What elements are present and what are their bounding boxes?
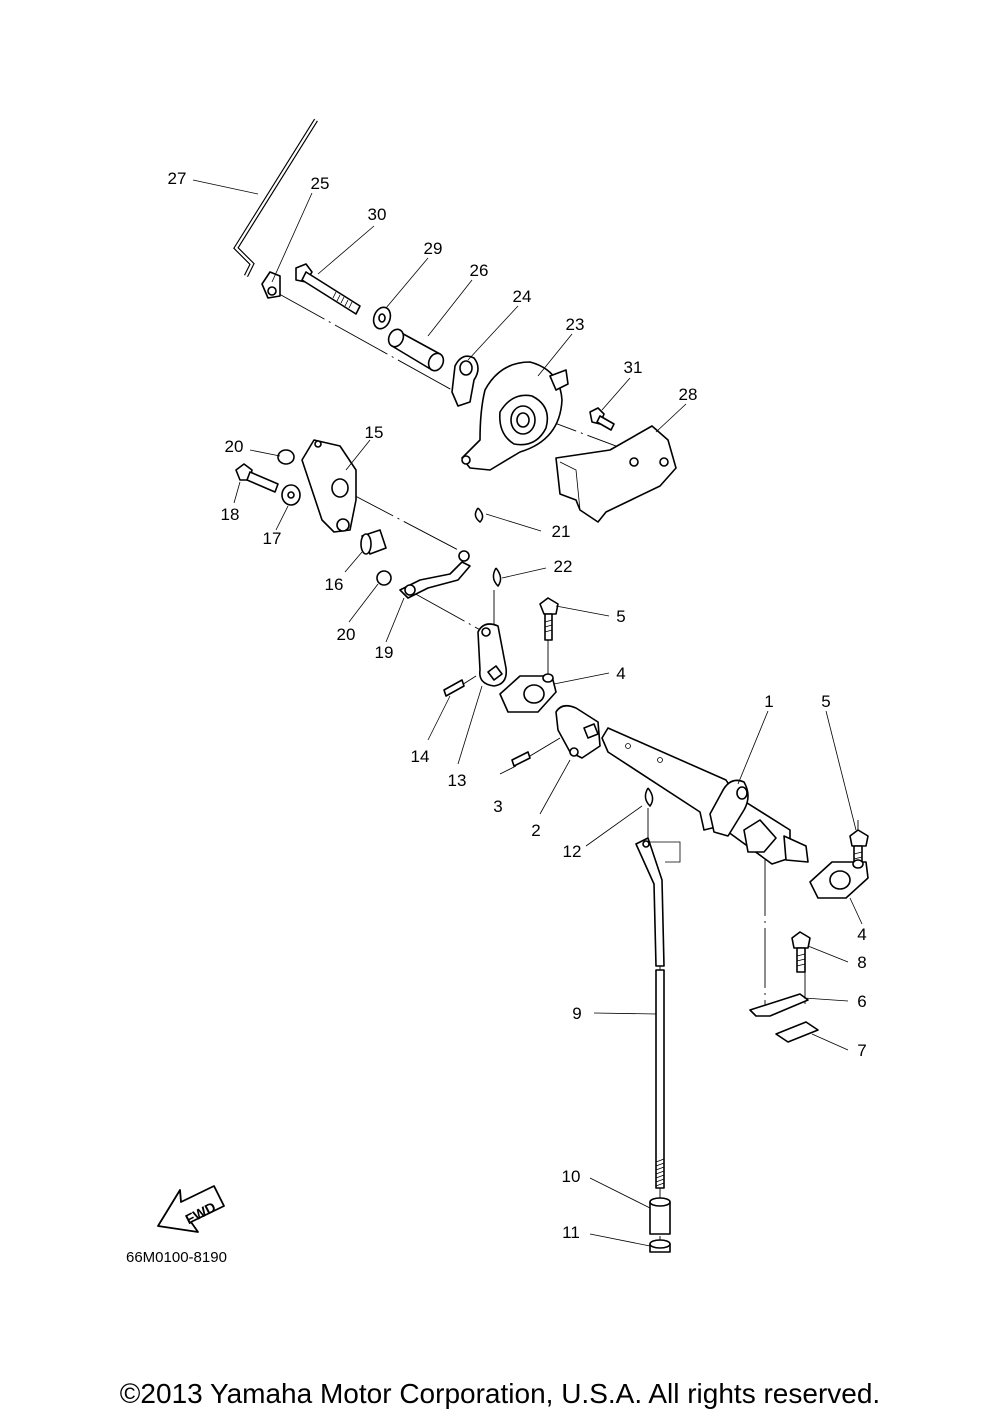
callout-11: 11	[562, 1223, 580, 1242]
bushing-16	[360, 529, 387, 555]
shift-rod-9	[635, 837, 665, 1189]
clamp-4-right	[809, 859, 869, 899]
callout-6: 6	[857, 992, 866, 1011]
plate-7	[775, 1021, 819, 1043]
leader-lines	[192, 179, 863, 1247]
callout-24: 24	[513, 287, 532, 306]
shift-shaft-1	[601, 727, 809, 865]
callout-1: 1	[764, 692, 773, 711]
fwd-arrow: FWD	[157, 1185, 225, 1233]
link-rod-27	[233, 118, 318, 278]
link-joint-25	[261, 271, 281, 299]
throttle-cam-23	[461, 361, 569, 471]
callout-5-upper: 5	[616, 607, 625, 626]
washer-20-bottom	[376, 570, 392, 586]
callout-12: 12	[563, 842, 582, 861]
bolt-8	[791, 931, 811, 973]
callout-28: 28	[679, 385, 698, 404]
callout-25: 25	[311, 174, 330, 193]
callout-3: 3	[493, 797, 502, 816]
callout-4-right: 4	[857, 925, 866, 944]
callout-4-upper: 4	[616, 664, 625, 683]
callout-21: 21	[552, 522, 571, 541]
callout-23: 23	[566, 315, 585, 334]
washer-17	[281, 484, 301, 506]
callout-18: 18	[221, 505, 240, 524]
link-rod-19	[399, 550, 471, 599]
pin-3	[511, 751, 531, 767]
callout-10: 10	[562, 1167, 581, 1186]
callout-13: 13	[448, 771, 467, 790]
callout-2: 2	[531, 821, 540, 840]
lever-24	[451, 355, 479, 407]
callout-27: 27	[168, 169, 187, 188]
callout-17: 17	[263, 529, 282, 548]
copyright-notice: ©2013 Yamaha Motor Corporation, U.S.A. A…	[119, 1378, 881, 1409]
pin-14	[443, 679, 465, 697]
washer-29	[372, 306, 392, 330]
callout-5-right: 5	[821, 692, 830, 711]
callout-20-bottom: 20	[337, 625, 356, 644]
clip-22	[492, 567, 502, 588]
clip-12	[644, 787, 654, 808]
callout-26: 26	[470, 261, 489, 280]
nut-11	[649, 1239, 671, 1253]
lever-13	[477, 623, 508, 687]
lever-2	[555, 704, 601, 759]
clamp-4-upper	[499, 673, 557, 713]
lever-15	[301, 439, 357, 533]
callout-22: 22	[554, 557, 573, 576]
clip-21	[474, 507, 484, 523]
callout-9: 9	[572, 1004, 581, 1023]
assembly-lines	[271, 289, 859, 1242]
callout-8: 8	[857, 953, 866, 972]
bolt-18	[235, 463, 279, 493]
bolt-30	[295, 263, 361, 315]
washer-20-top	[277, 449, 295, 465]
bracket-28	[555, 425, 677, 523]
callout-19: 19	[375, 643, 394, 662]
callout-29: 29	[424, 239, 443, 258]
collar-26	[387, 328, 445, 372]
diagram-code: 66M0100-8190	[126, 1249, 227, 1266]
callout-numbers: 27 25 30 29 26 24 23 31 28 20 15 18 17 2…	[168, 169, 867, 1242]
nut-10	[649, 1197, 671, 1235]
callout-15: 15	[365, 423, 384, 442]
callout-20-top: 20	[225, 437, 244, 456]
callout-31: 31	[624, 358, 643, 377]
bolt-31	[589, 407, 615, 431]
callout-30: 30	[368, 205, 387, 224]
callout-16: 16	[325, 575, 344, 594]
callout-7: 7	[857, 1041, 866, 1060]
plate-6	[749, 993, 809, 1017]
bolt-5-upper	[539, 597, 559, 641]
callout-14: 14	[411, 747, 430, 766]
